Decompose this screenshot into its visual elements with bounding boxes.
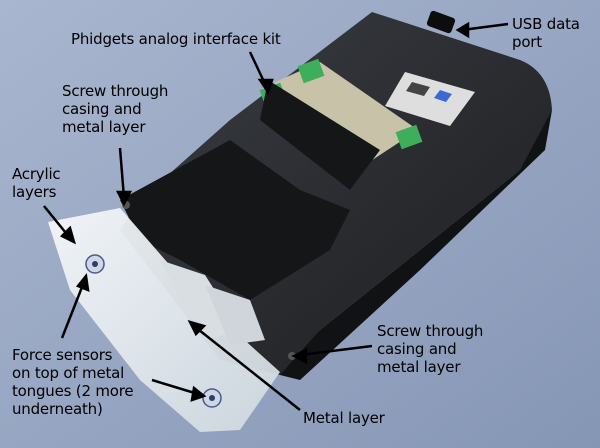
usb-port-label: USB data port: [512, 15, 580, 51]
black-tape: [120, 140, 350, 300]
force-arrow-2: [151, 378, 199, 396]
screw-bottom-label: Screw through casing and metal layer: [377, 322, 484, 376]
usb-connector: [426, 10, 456, 34]
acrylic-plate: [48, 208, 280, 432]
device-rim: [280, 110, 552, 380]
metal-layer-label: Metal layer: [303, 409, 385, 427]
force-arrow-1: [60, 281, 86, 339]
screw-top-label: Screw through casing and metal layer: [62, 82, 169, 136]
sticker-logo: [434, 90, 452, 102]
screw-top-arrow: [118, 147, 126, 199]
screw-bottom-arrow: [299, 344, 373, 357]
metal-arrow: [193, 325, 301, 411]
phidgets-label: Phidgets analog interface kit: [71, 30, 281, 48]
device-label: [385, 72, 475, 126]
interface-board: [262, 62, 418, 168]
terminal-block-1: [297, 58, 325, 84]
terminal-block-3: [395, 124, 423, 150]
acrylic-label: Acrylic layers: [12, 165, 61, 201]
usb-arrow: [461, 22, 509, 32]
annotation-arrows: [43, 21, 509, 411]
force-sensors-label: Force sensors on top of metal tongues (2…: [12, 346, 134, 418]
